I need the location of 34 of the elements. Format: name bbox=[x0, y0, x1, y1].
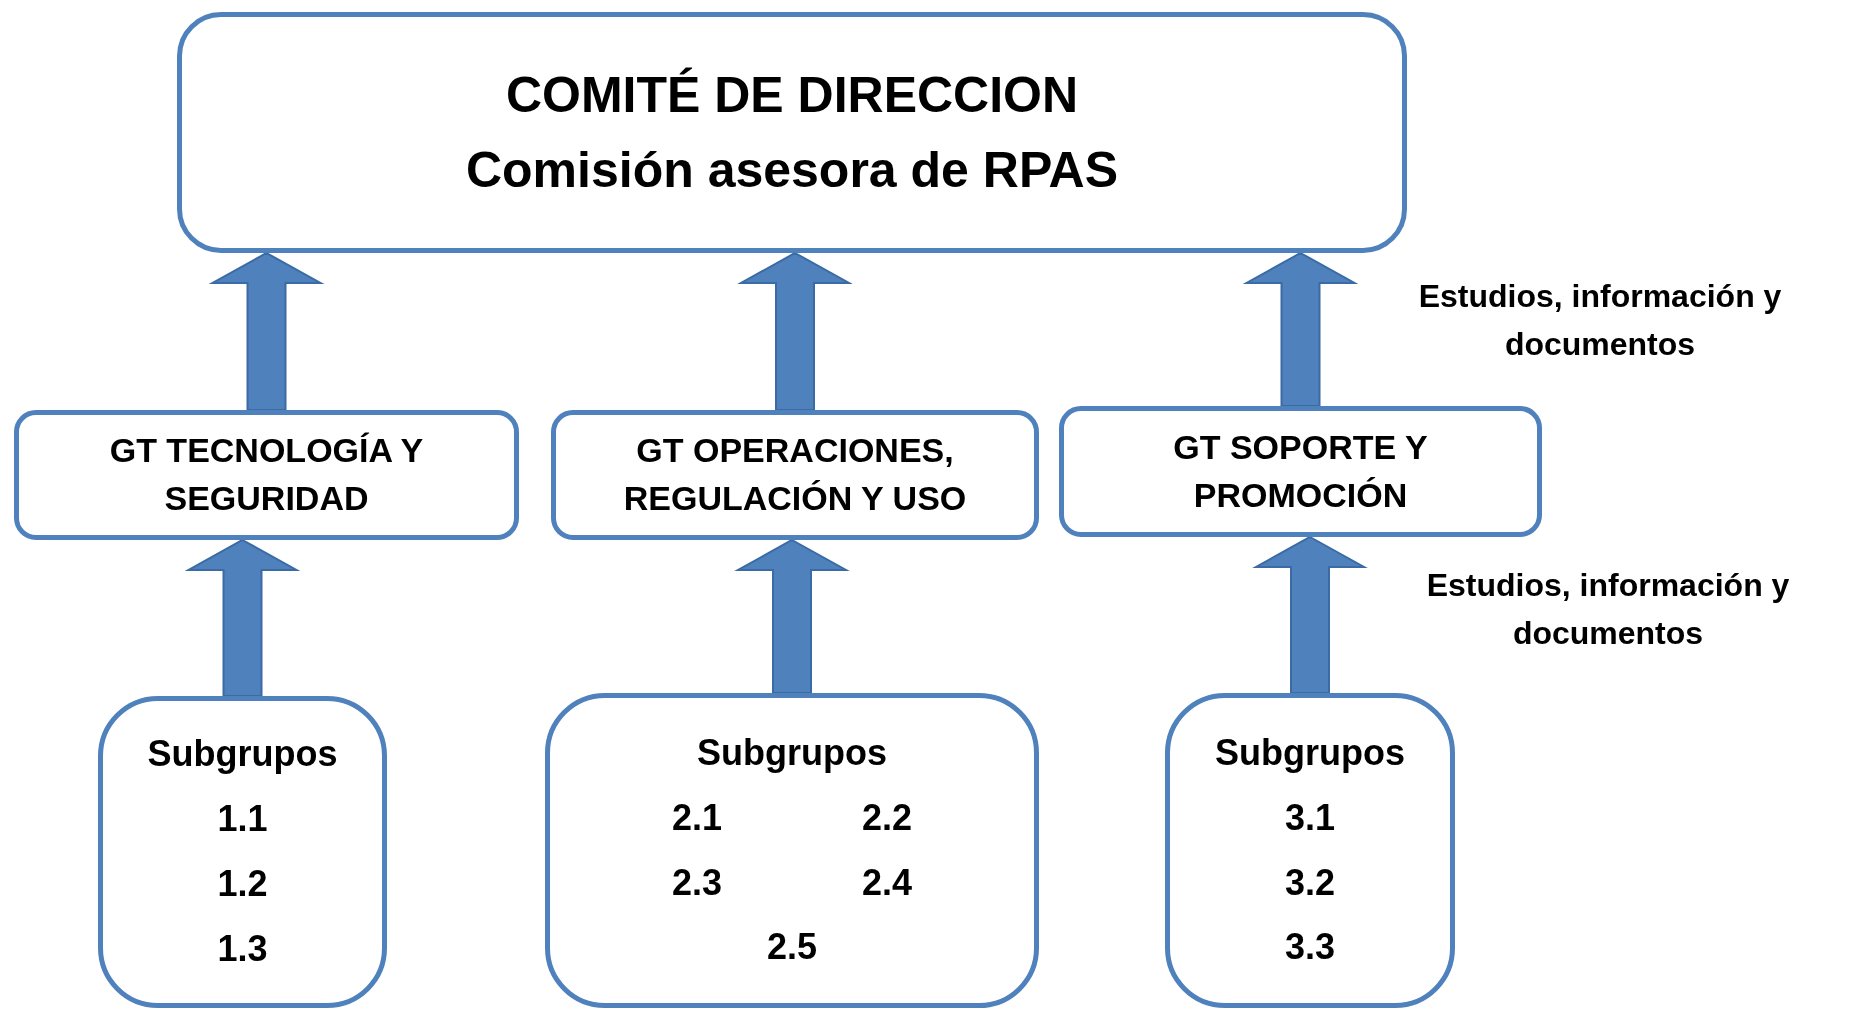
box-title: GT SOPORTE Y PROMOCIÓN bbox=[1172, 426, 1429, 516]
block-arrow bbox=[208, 251, 325, 411]
block-arrow bbox=[734, 538, 850, 694]
subgroup-number: 3.3 bbox=[1284, 925, 1335, 970]
subgroup-number: 2.1 bbox=[671, 795, 722, 840]
box-title: GT OPERACIONES, REGULACIÓN Y USO bbox=[622, 430, 968, 519]
subgroup-number: 3.2 bbox=[1284, 860, 1335, 905]
rounded-box bbox=[98, 696, 387, 1008]
subgroup-number: 2.5 bbox=[766, 925, 817, 970]
rounded-box bbox=[177, 12, 1407, 253]
annotation-text: Estudios, información y documentos bbox=[1417, 277, 1783, 364]
subgroup-number: 1.2 bbox=[217, 862, 268, 906]
rounded-box bbox=[1165, 693, 1455, 1008]
subgroup-number: 2.3 bbox=[671, 860, 722, 905]
block-arrow bbox=[1242, 251, 1359, 407]
group-heading: Subgrupos bbox=[1215, 730, 1405, 775]
box-title: Comisión asesora de RPAS bbox=[465, 140, 1119, 200]
block-arrow bbox=[184, 538, 301, 697]
group-heading: Subgrupos bbox=[147, 732, 338, 777]
block-arrow bbox=[737, 251, 853, 411]
rounded-box bbox=[1059, 406, 1542, 537]
box-title: COMITÉ DE DIRECCION bbox=[505, 65, 1079, 125]
subgroup-number: 2.4 bbox=[861, 860, 912, 905]
subgroup-number: 3.1 bbox=[1284, 795, 1335, 840]
block-arrow bbox=[1252, 535, 1368, 694]
subgroup-number: 2.2 bbox=[861, 795, 912, 840]
subgroup-number: 1.3 bbox=[217, 926, 268, 971]
subgroup-number: 1.1 bbox=[217, 797, 268, 842]
rounded-box bbox=[14, 410, 519, 540]
annotation-text: Estudios, información y documentos bbox=[1425, 566, 1791, 653]
rounded-box bbox=[551, 410, 1039, 540]
group-heading: Subgrupos bbox=[697, 730, 887, 775]
box-title: GT TECNOLOGÍA Y SEGURIDAD bbox=[108, 430, 425, 519]
rounded-box bbox=[545, 693, 1039, 1008]
